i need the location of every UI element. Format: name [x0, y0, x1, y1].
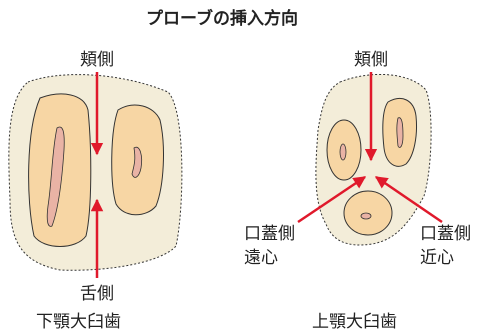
lower-lingual-label: 舌側: [80, 284, 114, 304]
upper-distobuccal-canal: [397, 118, 403, 148]
diagram-title: プローブの挿入方向: [146, 9, 298, 29]
upper-palatal-mesial-label-line1: 口蓋側: [420, 224, 471, 244]
upper-palatal-distal-label-line1: 口蓋側: [244, 224, 295, 244]
upper-buccal-label: 頬側: [354, 50, 388, 70]
upper-mesiobuccal-canal: [340, 144, 346, 160]
upper-palatal-canal: [361, 213, 371, 219]
upper-molar-caption: 上顎大臼歯: [312, 312, 397, 332]
upper-molar: [298, 72, 442, 245]
upper-palatal-mesial-label-line2: 近心: [420, 248, 454, 268]
upper-palatal-distal-label-line2: 遠心: [244, 248, 278, 268]
lower-molar-caption: 下顎大臼歯: [36, 312, 121, 332]
lower-molar: [9, 72, 182, 278]
lower-buccal-label: 頬側: [80, 50, 114, 70]
